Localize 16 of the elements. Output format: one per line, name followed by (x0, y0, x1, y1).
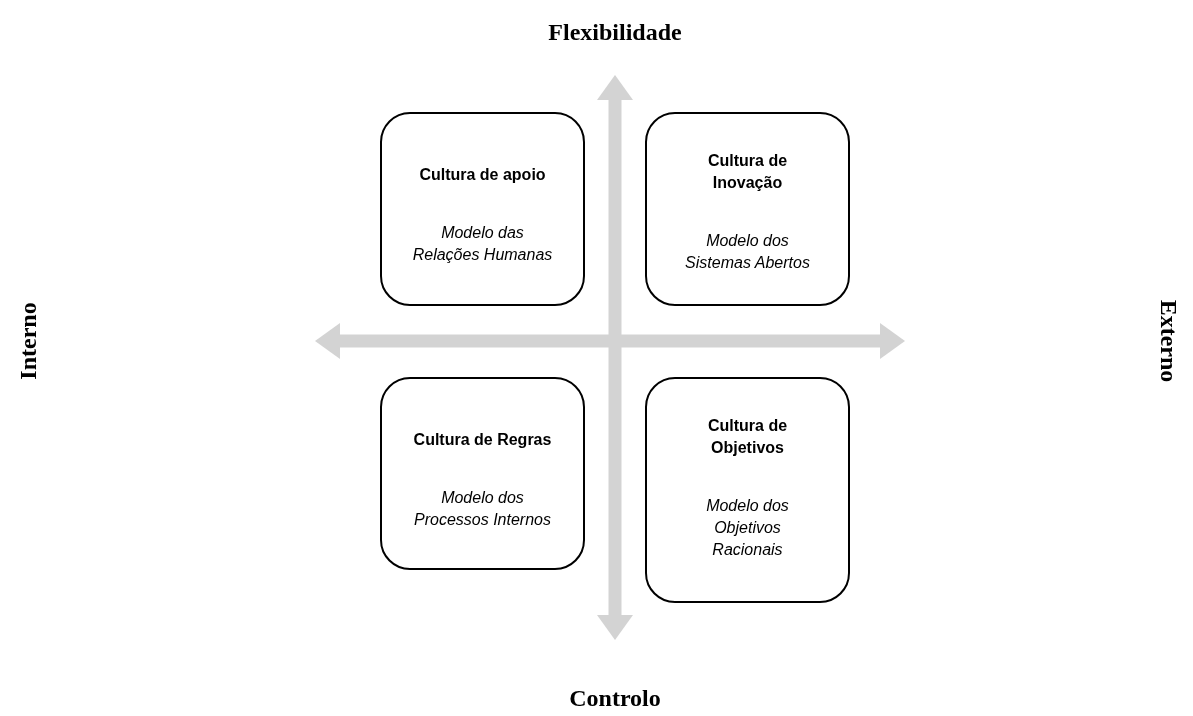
axis-label: Controlo (569, 684, 661, 712)
quadrant-title: Cultura de Inovação (706, 151, 789, 193)
model-name: Modelo dos Processos Internos (413, 488, 552, 530)
axis-label: Flexibilidade (548, 18, 682, 46)
quadrant-box (380, 377, 585, 570)
quadrant-title: Cultura de apoio (418, 165, 547, 185)
quadrant-box (645, 377, 850, 603)
axis-label: Externo (1154, 299, 1182, 383)
axis-label: Interno (14, 302, 42, 380)
quadrant-box (645, 112, 850, 306)
model-name: Modelo dos Objetivos Racionais (705, 496, 790, 560)
quadrant-title: Cultura de Objetivos (706, 416, 789, 458)
quadrant-box (380, 112, 585, 306)
model-name: Modelo dos Sistemas Abertos (684, 231, 811, 273)
model-name: Modelo das Relações Humanas (411, 223, 554, 265)
quadrant-title: Cultura de Regras (412, 430, 553, 450)
